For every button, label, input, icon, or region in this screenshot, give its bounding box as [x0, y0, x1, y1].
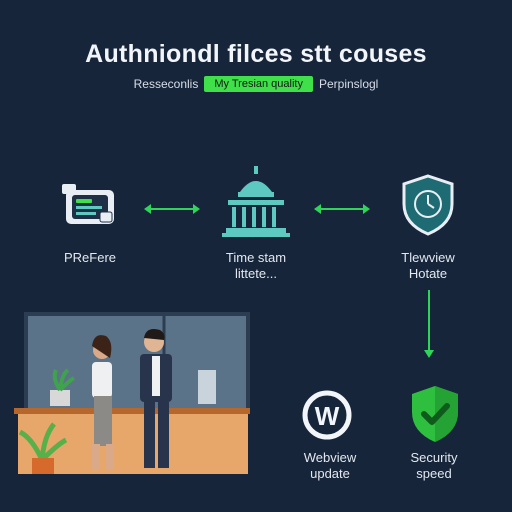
security-label-line2: speed — [416, 466, 452, 481]
office-scene-illustration — [14, 312, 250, 482]
webview-label: Webview update — [280, 450, 380, 482]
webview-label-line1: Webview — [303, 450, 357, 465]
device-label: PReFere — [63, 250, 117, 265]
subtitle-right: Perpinslogl — [318, 77, 379, 91]
page-title: Authniondl filces stt couses — [85, 40, 427, 68]
shield-label-line2: Hotate — [408, 266, 448, 281]
building-label: Time stam littete... — [200, 250, 312, 282]
subtitle-row: Resseconlis My Tresian quality Perpinslo… — [0, 76, 512, 92]
webview-label-line2: update — [310, 466, 350, 481]
connector-arrow-device-building — [144, 204, 200, 214]
webview-w-icon: W — [300, 388, 354, 442]
connector-arrow-building-shield — [314, 204, 370, 214]
security-label-line1: Security — [410, 450, 458, 465]
building-label-line1: Time stam — [225, 250, 287, 265]
device-card-icon — [60, 182, 120, 228]
subtitle-highlight-pill: My Tresian quality — [204, 76, 313, 92]
shield-label-line1: Tlewview — [401, 250, 455, 265]
shield-label: Tlewview Hotate — [378, 250, 478, 282]
connector-arrow-shield-security — [424, 290, 434, 358]
svg-text:W: W — [315, 401, 340, 431]
security-label: Security speed — [384, 450, 484, 482]
subtitle-left: Resseconlis — [133, 77, 199, 91]
building-label-line2: littete... — [235, 266, 277, 281]
government-building-icon — [222, 164, 290, 238]
shield-check-icon — [408, 384, 462, 444]
shield-clock-icon — [400, 174, 456, 236]
